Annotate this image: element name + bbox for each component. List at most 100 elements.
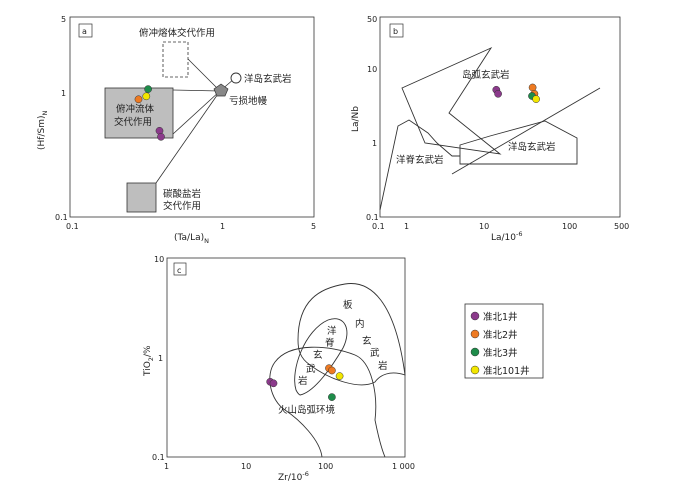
field-c-morb xyxy=(294,318,348,396)
b-xtick-1: 1 xyxy=(404,222,409,231)
point-c-well3-0 xyxy=(328,393,336,401)
point-c-well101-0 xyxy=(335,372,344,380)
legend: 准北1井 准北2井 准北3井 准北101井 xyxy=(464,303,544,379)
c-ytick-0: 0.1 xyxy=(152,453,165,462)
legend-label-well3: 准北3井 xyxy=(483,347,518,359)
field-a-carbonate-label-2: 交代作用 xyxy=(163,200,201,212)
c-ytick-2: 10 xyxy=(154,255,164,264)
a-ytick-2: 5 xyxy=(61,15,66,24)
panel-c-frame xyxy=(166,257,406,458)
panel-b-points xyxy=(492,83,540,103)
field-c-morb-4: 武 xyxy=(306,363,316,375)
field-b-oib-label: 洋岛玄武岩 xyxy=(508,141,556,153)
depleted-mantle-pentagon xyxy=(213,83,229,97)
point-b-well101-0 xyxy=(532,95,540,103)
field-c-morb-2: 脊 xyxy=(325,337,335,349)
panel-a-tag-box xyxy=(78,23,93,38)
oib-open-circle xyxy=(230,72,242,84)
b-xtick-4: 500 xyxy=(614,222,629,231)
field-c-wpb-1: 板 xyxy=(343,299,353,311)
panel-a-tag: a xyxy=(82,27,87,36)
legend-label-well101: 准北101井 xyxy=(483,365,530,377)
legend-marker-well101 xyxy=(470,365,480,375)
b-xlabel: La/10-6 xyxy=(491,230,523,243)
point-c-well2-1 xyxy=(328,366,336,375)
field-c-wpb-3: 玄 xyxy=(362,335,372,347)
b-ylabel: La/Nb xyxy=(351,106,361,132)
a-xtick-1: 1 xyxy=(220,222,225,231)
field-a-dm-label: 亏损地幔 xyxy=(229,95,268,107)
b-ytick-1: 1 xyxy=(372,139,377,148)
b-ytick-3: 50 xyxy=(367,15,377,24)
point-a-well1-1 xyxy=(157,132,165,141)
field-b-island-arc xyxy=(401,46,502,155)
panel-b-ticks: 0.1 1 10 100 500 0.1 1 10 50 xyxy=(366,15,629,231)
field-c-volcanic-arc xyxy=(269,346,386,458)
b-ytick-2: 10 xyxy=(367,65,377,74)
b-xtick-2: 10 xyxy=(479,222,489,231)
c-xtick-0: 1 xyxy=(164,462,169,471)
point-a-well101-0 xyxy=(142,92,151,101)
panel-c-points xyxy=(266,364,344,401)
b-ytick-0: 0.1 xyxy=(366,213,379,222)
c-xlabel: Zr/10-6 xyxy=(278,470,309,483)
field-a-carbonate-label-1: 碳酸盐岩 xyxy=(163,188,201,200)
mix-line-carbonate xyxy=(155,90,221,184)
point-a-well3-0 xyxy=(144,85,152,93)
panel-a-frame xyxy=(69,16,315,218)
panel-a-points xyxy=(134,85,165,141)
panel-c-ticks: 1 10 100 1 000 0.1 1 10 xyxy=(152,255,415,471)
field-c-morb-1: 洋 xyxy=(327,325,337,337)
c-xtick-2: 100 xyxy=(318,462,333,471)
c-ylabel: TiO2/% xyxy=(143,345,155,377)
c-xtick-1: 10 xyxy=(241,462,251,471)
mix-line-fluid-bottom xyxy=(172,90,221,135)
a-xtick-0: 0.1 xyxy=(66,222,79,231)
mix-line-melt xyxy=(187,58,221,92)
legend-items: 准北1井 准北2井 准北3井 准北101井 xyxy=(470,311,530,377)
field-a-fluid-label-1: 俯冲流体 xyxy=(116,103,155,115)
field-b-oib-upper xyxy=(451,87,601,175)
field-c-within-plate xyxy=(297,283,406,386)
field-a-melt-label: 俯冲熔体交代作用 xyxy=(139,27,215,39)
c-xtick-3: 1 000 xyxy=(392,462,415,471)
field-c-arc-label: 火山岛弧环境 xyxy=(278,404,336,416)
legend-marker-well1 xyxy=(470,311,480,321)
field-c-wpb-4: 武 xyxy=(370,347,380,359)
a-ytick-0: 0.1 xyxy=(55,213,68,222)
panel-b: b 岛弧玄武岩 洋脊玄武岩 洋岛玄武岩 0.1 1 10 100 500 0.1… xyxy=(351,15,629,243)
a-xtick-2: 5 xyxy=(311,222,316,231)
legend-label-well1: 准北1井 xyxy=(483,311,518,323)
field-c-wpb-2: 内 xyxy=(355,318,365,330)
panel-b-tag: b xyxy=(393,27,398,36)
field-a-oib-label: 洋岛玄武岩 xyxy=(244,73,292,85)
b-xtick-0: 0.1 xyxy=(372,222,385,231)
point-a-well2-0 xyxy=(134,95,143,104)
b-xtick-3: 100 xyxy=(562,222,577,231)
field-b-arc-label: 岛弧玄武岩 xyxy=(462,69,510,81)
field-c-morb-3: 玄 xyxy=(313,349,323,361)
c-ytick-1: 1 xyxy=(158,354,163,363)
point-c-well1-1 xyxy=(269,379,278,388)
panel-a-ticks: 0.1 1 5 0.1 1 5 xyxy=(55,15,316,231)
legend-label-well2: 准北2井 xyxy=(483,329,518,341)
panel-c-tag: c xyxy=(177,266,181,275)
panel-b-tag-box xyxy=(389,23,404,38)
field-b-morb-label: 洋脊玄武岩 xyxy=(396,154,444,166)
field-a-fluid-label-2: 交代作用 xyxy=(114,116,152,128)
legend-marker-well3 xyxy=(470,347,480,357)
point-b-well1-1 xyxy=(494,89,502,98)
a-ylabel: (Hf/Sm)N xyxy=(37,111,49,150)
a-xlabel: (Ta/La)N xyxy=(174,233,209,245)
panel-c-tag-box xyxy=(173,262,187,276)
panel-a: a 俯冲熔体交代作用 俯冲流体 交代作用 碳酸盐岩 交代作用 亏损地幔 洋岛玄武… xyxy=(37,15,316,245)
panel-c: c 板 内 玄 武 岩 洋 脊 玄 武 岩 火山岛弧环境 1 10 100 1 … xyxy=(143,255,415,483)
a-ytick-1: 1 xyxy=(61,89,66,98)
field-b-morb xyxy=(379,119,460,211)
field-b-oib xyxy=(459,120,578,165)
field-a-melt-box xyxy=(162,41,189,78)
field-a-carbonate-box xyxy=(126,182,157,213)
field-c-morb-5: 岩 xyxy=(298,375,308,387)
legend-marker-well2 xyxy=(470,329,480,339)
